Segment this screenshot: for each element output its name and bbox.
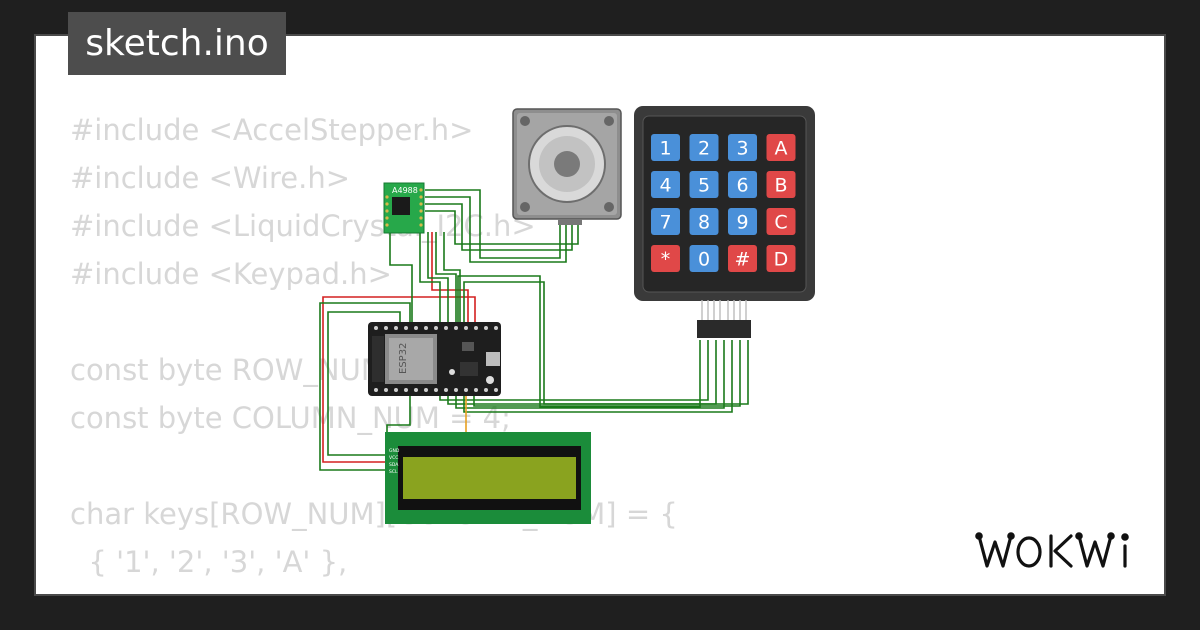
power-wires: [322, 232, 476, 463]
wire: [473, 340, 741, 407]
keypad-key[interactable]: [689, 208, 719, 235]
keypad-key-label: 9: [736, 212, 748, 234]
keypad-key-label: 5: [698, 175, 710, 197]
lcd-pin-label: GND: [389, 448, 400, 454]
keypad-key[interactable]: [766, 171, 796, 198]
keypad-key-label: *: [661, 249, 671, 271]
keypad-key-label: 1: [659, 138, 671, 160]
wire: [439, 340, 709, 401]
wire: [425, 196, 567, 263]
driver-label: A4988: [392, 186, 418, 195]
wire: [443, 232, 461, 325]
wire: [457, 275, 701, 408]
keypad-key[interactable]: [766, 208, 796, 235]
wokwi-logo: [975, 532, 1129, 568]
keypad-key-label: 6: [736, 175, 748, 197]
keypad-key-label: 0: [698, 249, 710, 271]
wire: [322, 296, 476, 463]
code-line: { '4', '5', '6', 'B' },: [70, 586, 678, 594]
wire: [389, 232, 413, 325]
keypad-key[interactable]: [728, 134, 757, 161]
code-line: #include <Wire.h>: [70, 161, 351, 195]
keypad-key-label: 7: [659, 212, 671, 234]
wires: [319, 189, 749, 471]
code-line: { '1', '2', '3', 'A' },: [70, 545, 348, 579]
keypad-key[interactable]: [728, 171, 757, 198]
wire: [319, 302, 411, 471]
wire: [419, 232, 441, 325]
wire: [431, 232, 469, 325]
keypad-key[interactable]: [689, 171, 719, 198]
esp32-board: ESP32: [368, 322, 501, 396]
code-line: const byte COLUMN_NUM = 4;: [70, 401, 511, 435]
keypad-key-label: 8: [698, 212, 710, 234]
code-line: #include <Keypad.h>: [70, 257, 392, 291]
wire: [427, 232, 449, 325]
wire: [425, 189, 561, 259]
keypad-key-label: B: [774, 175, 787, 197]
keypad-key-label: C: [774, 212, 787, 234]
keypad-key[interactable]: [728, 208, 757, 235]
mcu-label: ESP32: [398, 343, 409, 374]
keypad-key[interactable]: [689, 245, 719, 272]
keypad-key[interactable]: [651, 134, 680, 161]
keypad-key[interactable]: [651, 171, 680, 198]
keypad-key-label: D: [774, 249, 789, 271]
keypad-key[interactable]: [651, 208, 680, 235]
keypad-key-label: 4: [659, 175, 671, 197]
code-background: #include <AccelStepper.h> #include <Wire.…: [70, 106, 678, 594]
keypad-key-label: 2: [698, 138, 710, 160]
keypad: 1 2 3 A 4 5 6 B 7 8 9 C * 0 # D: [634, 106, 815, 338]
lcd-pin-label: SCL: [389, 469, 398, 475]
lcd-display: GND VCC SDA SCL: [385, 432, 591, 524]
keypad-keys: 1 2 3 A 4 5 6 B 7 8 9 C * 0 # D: [651, 134, 796, 272]
lcd-pin-label: SDA: [389, 462, 399, 468]
keypad-key[interactable]: [689, 134, 719, 161]
keypad-key[interactable]: [766, 245, 796, 272]
keypad-key[interactable]: [728, 245, 757, 272]
wire: [435, 232, 457, 325]
wire: [425, 203, 573, 251]
wire: [327, 311, 401, 456]
a4988-driver: A4988: [383, 182, 425, 234]
wire: [463, 281, 749, 405]
keypad-key[interactable]: [651, 245, 680, 272]
stepper-motor: [512, 108, 622, 225]
keypad-key-label: 3: [736, 138, 748, 160]
signal-wires: [319, 189, 749, 471]
file-tab[interactable]: sketch.ino: [68, 12, 286, 75]
wire: [455, 340, 725, 409]
code-line: #include <LiquidCrystal_I2C.h>: [70, 209, 536, 243]
keypad-key[interactable]: [766, 134, 796, 161]
keypad-key-label: #: [735, 249, 751, 271]
keypad-key-label: A: [775, 138, 788, 160]
wire: [425, 210, 579, 245]
code-line: #include <AccelStepper.h>: [70, 113, 474, 147]
lcd-pin-label: VCC: [389, 455, 398, 461]
wire: [463, 340, 733, 413]
